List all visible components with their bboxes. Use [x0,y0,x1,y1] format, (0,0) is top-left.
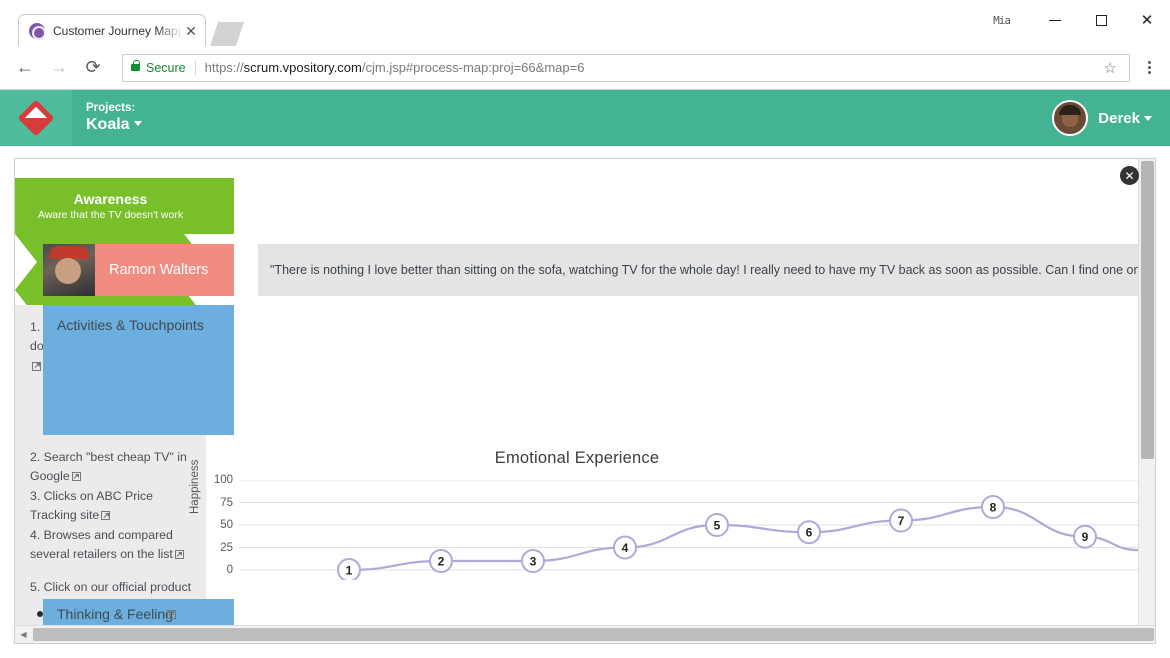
external-link-icon[interactable] [101,511,111,521]
chart-point-9[interactable]: 9 [1073,524,1097,549]
chart-y-tick: 100 [213,474,233,486]
svg-text:8: 8 [990,501,997,515]
external-link-icon[interactable] [166,609,176,619]
browser-toolbar: ← → ⟳ Secure https://scrum.vpository.com… [0,46,1170,90]
external-link-icon[interactable] [32,361,41,371]
lock-icon [131,60,140,71]
chart-point-1[interactable]: 1 [337,558,361,582]
url-text: https://scrum.vpository.com/cjm.jsp#proc… [205,60,1100,75]
persona-card[interactable]: Ramon Walters [43,244,234,296]
back-icon[interactable]: ← [16,57,34,77]
chart-point-3[interactable]: 3 [521,549,545,573]
svg-text:5: 5 [714,519,721,533]
omnibox-divider [194,59,196,76]
horizontal-scrollbar[interactable]: ◀ [15,625,1155,643]
chart-point-6[interactable]: 6 [797,520,821,545]
chart-y-tick: 0 [226,564,233,576]
bookmark-star-icon[interactable]: ☆ [1103,59,1117,77]
panel-close-icon[interactable]: ✕ [1120,166,1139,185]
chart-y-tick: 25 [220,541,233,554]
window-minimize-button[interactable] [1032,4,1078,36]
svg-text:7: 7 [898,514,905,528]
activities-cell[interactable]: 2. Search "best cheap TV" in Google 3. C… [15,435,206,565]
chevron-down-icon [133,121,142,127]
persona-quote: "There is nothing I love better than sit… [258,244,1139,296]
activities-row: Activities & Touchpoints 1. Ramon finds … [15,305,1139,625]
svg-text:6: 6 [806,526,813,540]
persona-row: Ramon Walters [15,244,1139,296]
stages-row: Stages of Journey Awareness Aware that t… [15,178,1139,234]
app-container: Projects: Koala Derek ✕ Stages of Journe… [0,90,1170,658]
thinking-row-header: Thinking & Feeling [43,599,234,625]
tab-close-icon[interactable]: ✕ [185,22,197,39]
svg-text:4: 4 [622,541,629,555]
chart-point-5[interactable]: 5 [705,513,729,537]
svg-text:3: 3 [530,555,537,569]
window-user-label: Mia [993,13,1011,27]
stage-subtitle: Aware that the TV doesn't work [37,208,184,221]
project-selector[interactable]: Projects: Koala [86,101,142,135]
svg-text:9: 9 [1082,530,1089,544]
scroll-left-icon[interactable]: ◀ [20,630,27,639]
avatar [1052,100,1089,136]
vertical-scrollbar-thumb[interactable] [1141,161,1154,459]
list-item[interactable]: 2. Search "best cheap TV" in Google [30,450,187,484]
browser-tab[interactable]: Customer Journey Mapp ✕ [18,14,206,46]
reload-icon[interactable]: ⟳ [85,57,101,77]
list-item[interactable]: 4. Browses and compared several retailer… [30,526,193,565]
external-link-icon[interactable] [174,550,184,560]
chart-point-8[interactable]: 8 [981,495,1005,519]
activities-row-header: Activities & Touchpoints [43,305,234,435]
chart-svg: 1 2 3 4 5 6 7 8 9 [239,479,1139,582]
thinking-row: Thinking & Feeling Feels a little nervou… [15,599,1139,625]
site-favicon-icon [29,22,46,40]
tab-title: Customer Journey Mapp [53,23,183,38]
browser-titlebar: Customer Journey Mapp ✕ Mia ✕ [0,0,1170,46]
vertical-scrollbar[interactable] [1138,159,1155,625]
projects-label: Projects: [86,101,136,114]
forward-icon[interactable]: → [50,57,68,77]
chart-y-ticks: 0 25 50 75 100 [193,474,233,576]
chevron-down-icon [1144,115,1152,121]
window-controls: Mia ✕ [993,0,1170,40]
diamond-logo-icon [17,99,55,137]
chart-point-4[interactable]: 4 [613,535,637,560]
external-link-icon[interactable] [71,472,81,482]
chart-y-tick: 50 [220,519,233,531]
app-logo[interactable] [0,90,72,146]
bullet-icon [37,611,43,617]
user-name: Derek [1098,109,1140,127]
stage-awareness[interactable]: Awareness Aware that the TV doesn't work [15,178,206,234]
journey-map-scroll-area: Stages of Journey Awareness Aware that t… [15,159,1139,625]
address-bar[interactable]: Secure https://scrum.vpository.com/cjm.j… [122,53,1130,82]
persona-name: Ramon Walters [109,262,209,278]
chart-point-2[interactable]: 2 [429,549,453,573]
chart-canvas: 1 2 3 4 5 6 7 8 9 [239,479,1139,582]
chart-y-tick: 75 [220,496,233,509]
user-menu[interactable]: Derek [1052,90,1152,146]
list-item[interactable]: 3. Clicks on ABC Price Tracking site [30,488,154,523]
app-header: Projects: Koala Derek [0,90,1170,146]
chart-point-7[interactable]: 7 [889,508,913,533]
persona-photo [43,244,95,296]
project-name: Koala [86,115,142,135]
chart-line [348,505,1139,572]
chart-title: Emotional Experience [494,449,660,467]
url-scheme: https:// [204,60,244,75]
svg-text:1: 1 [346,564,353,578]
horizontal-scrollbar-thumb[interactable] [33,628,1154,641]
window-close-button[interactable]: ✕ [1140,12,1154,29]
tab-strip: Customer Journey Mapp ✕ [0,0,1170,46]
journey-map-panel: ✕ Stages of Journey Awareness Aware that… [14,158,1156,644]
browser-menu-icon[interactable] [1138,61,1160,74]
window-maximize-button[interactable] [1078,4,1124,36]
svg-text:2: 2 [438,555,445,569]
url-path: /cjm.jsp#process-map:proj=66&map=6 [361,60,585,75]
new-tab-button[interactable] [210,22,244,46]
url-host: scrum.vpository.com [243,60,362,75]
secure-label: Secure [146,60,186,75]
stage-title: Awareness [73,190,148,207]
